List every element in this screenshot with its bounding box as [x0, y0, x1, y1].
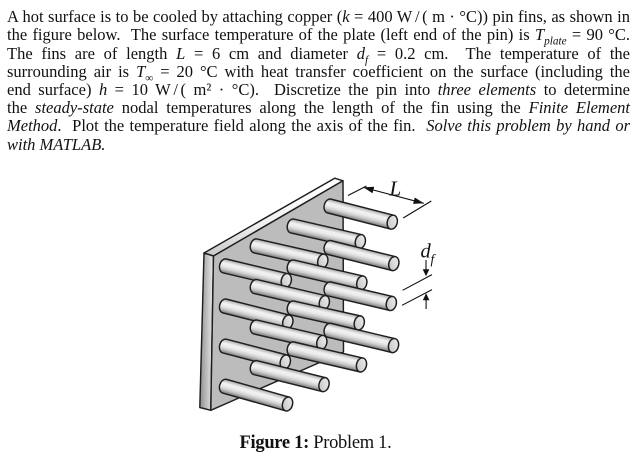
- svg-text:d: d: [421, 241, 432, 263]
- svg-text:L: L: [389, 177, 402, 201]
- svg-text:f: f: [431, 252, 437, 267]
